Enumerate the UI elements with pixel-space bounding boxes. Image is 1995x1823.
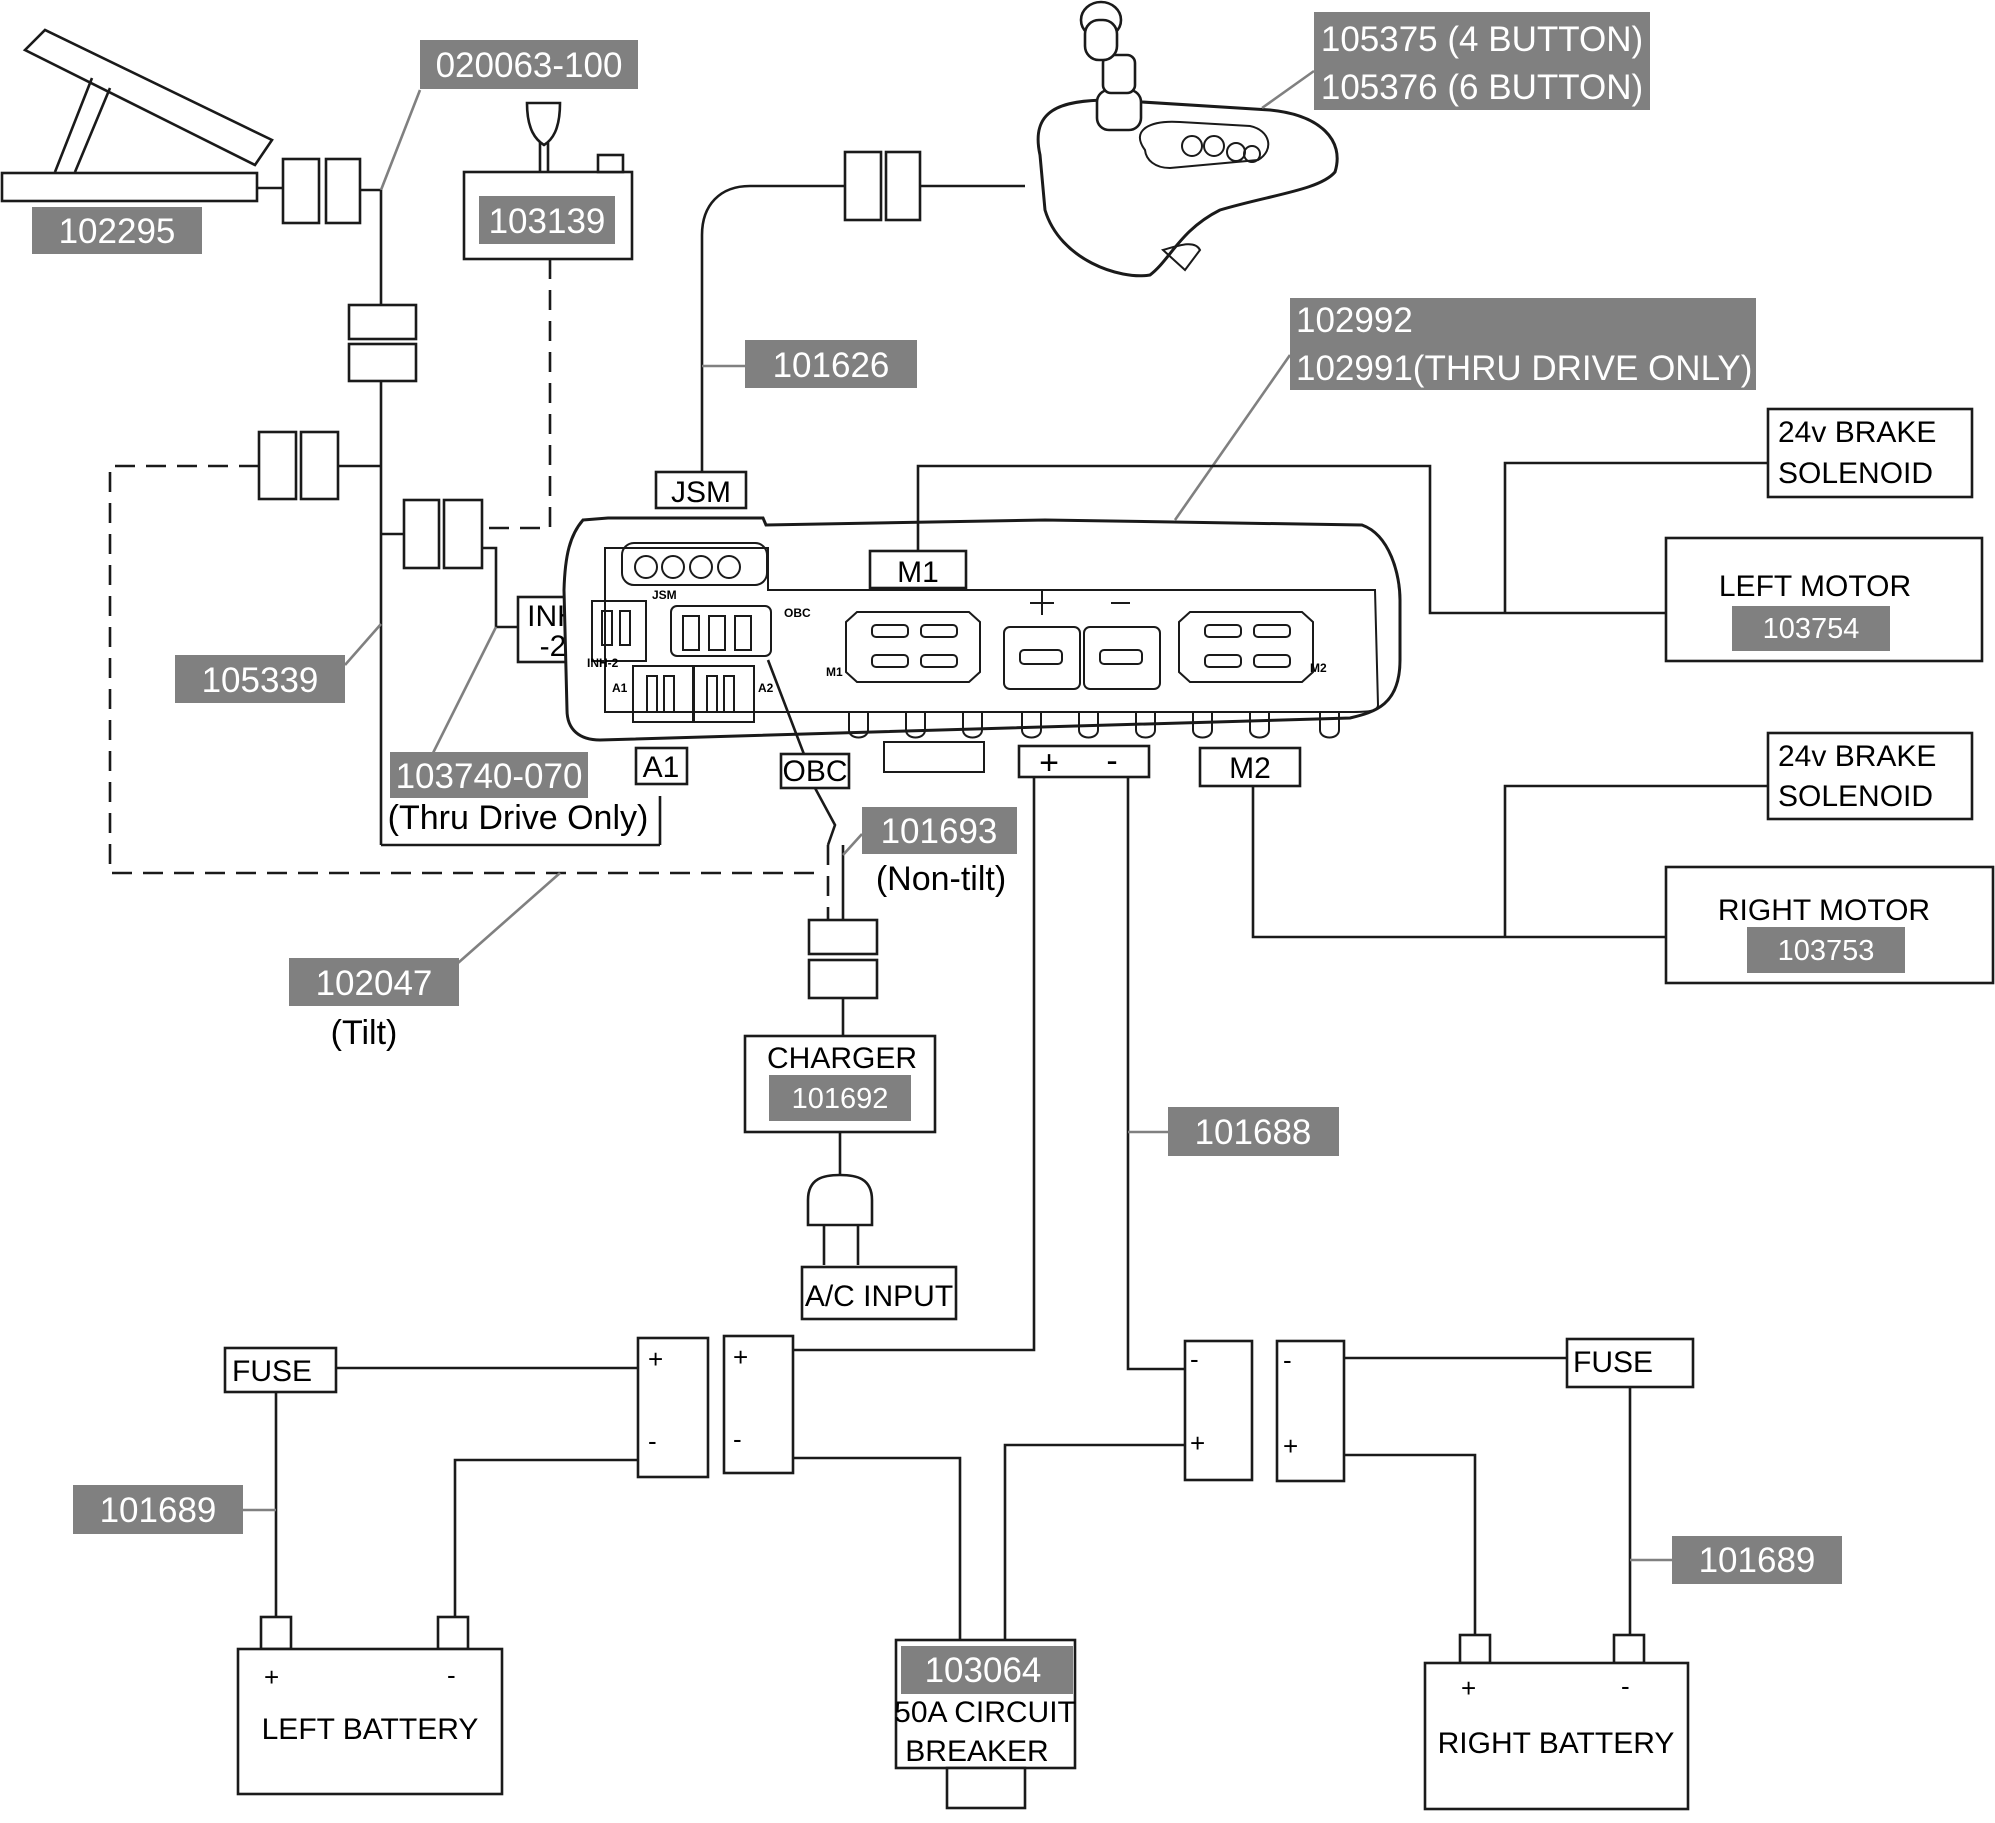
breaker-label-line2: BREAKER [905, 1735, 1048, 1768]
tilt-connector [257, 430, 340, 501]
left-battery [236, 1615, 504, 1796]
right-brake-solenoid-line2: SOLENOID [1778, 780, 1933, 813]
foot-control-part-number: 102295 [59, 212, 176, 251]
jsm-connector [843, 150, 922, 222]
charger-connector [807, 918, 879, 1000]
plus-symbol: + [264, 1662, 279, 1692]
joystick-6-button-part-number: 105376 (6 BUTTON) [1321, 68, 1643, 107]
plus-symbol: + [733, 1342, 748, 1372]
joystick-module [1036, 0, 1339, 278]
charger-part-number: 101692 [792, 1083, 889, 1115]
left-anderson-connector-b [722, 1334, 795, 1475]
inline-connector [347, 303, 418, 383]
ctrl-mark-a1: A1 [612, 681, 628, 695]
left-motor-label: LEFT MOTOR [1719, 570, 1911, 603]
m1-label: M1 [897, 556, 939, 589]
toggle-connector [402, 498, 484, 570]
breaker-label-line1: 50A CIRCUIT [894, 1696, 1076, 1729]
minus-symbol: - [1283, 1345, 1292, 1375]
left-fuse-label: FUSE [232, 1355, 312, 1388]
minus-symbol: - [733, 1424, 742, 1454]
tilt-label: (Tilt) [331, 1014, 398, 1052]
plus-symbol: + [1283, 1431, 1298, 1461]
right-brake-solenoid-line1: 24v BRAKE [1778, 740, 1936, 773]
plus-symbol: + [1190, 1428, 1205, 1458]
minus-symbol: - [1190, 1344, 1199, 1374]
ctrl-mark-obc: OBC [784, 606, 811, 620]
right-battery [1423, 1633, 1690, 1811]
foot-control-connector [281, 157, 362, 225]
m2-label: M2 [1229, 752, 1271, 785]
jsm-label: JSM [671, 476, 731, 509]
plus-symbol: + [648, 1344, 663, 1374]
harness-105339-part-number: 105339 [202, 661, 319, 700]
joystick-4-button-part-number: 105375 (4 BUTTON) [1321, 20, 1643, 59]
left-anderson-connector-a [636, 1336, 710, 1479]
controller-part-number: 102992 [1296, 301, 1413, 340]
battery-cable-part-number: 101688 [1195, 1113, 1312, 1152]
ac-input-label: A/C INPUT [805, 1280, 953, 1313]
ctrl-mark-jsm: JSM [652, 588, 677, 602]
left-battery-label: LEFT BATTERY [262, 1713, 479, 1746]
right-fuse-cable-part-number: 101689 [1699, 1541, 1816, 1580]
breaker-part-number: 103064 [925, 1651, 1042, 1690]
non-tilt-label: (Non-tilt) [876, 860, 1006, 898]
inh-label-line2: -2 [540, 630, 567, 663]
minus-symbol: - [447, 1660, 456, 1690]
controller-thru-drive-part-number: 102991(THRU DRIVE ONLY) [1296, 349, 1752, 388]
thru-drive-only-label: (Thru Drive Only) [388, 799, 649, 837]
ctrl-mark-m1: M1 [826, 665, 843, 679]
ctrl-mark-m2: M2 [1310, 661, 1327, 675]
charger-label: CHARGER [767, 1042, 917, 1075]
left-fuse-cable-part-number: 101689 [100, 1491, 217, 1530]
right-battery-label: RIGHT BATTERY [1438, 1727, 1675, 1760]
left-brake-solenoid-line2: SOLENOID [1778, 457, 1933, 490]
controller-body [562, 516, 1402, 773]
right-motor-label: RIGHT MOTOR [1718, 894, 1930, 927]
ctrl-mark-inh2: INH-2 [587, 656, 619, 670]
inh-harness-part-number: 103740-070 [396, 757, 583, 796]
minus-symbol: - [648, 1426, 657, 1456]
plus-symbol: + [1461, 1673, 1476, 1703]
obc-label: OBC [782, 755, 847, 788]
right-motor-part-number: 103753 [1778, 935, 1875, 967]
tilt-cable-part-number: 102047 [316, 964, 433, 1003]
minus-symbol: - [1621, 1671, 1630, 1701]
toggle-part-number: 103139 [489, 202, 606, 241]
left-motor-part-number: 103754 [1763, 613, 1860, 645]
foot-control [0, 28, 274, 203]
left-brake-solenoid-line1: 24v BRAKE [1778, 416, 1936, 449]
right-anderson-connector-b [1275, 1339, 1346, 1483]
foot-harness-part-number: 020063-100 [436, 46, 623, 85]
controller-minus-label: - [1106, 742, 1117, 780]
a1-label: A1 [643, 751, 680, 784]
controller-plus-label: + [1039, 744, 1059, 782]
ctrl-mark-a2: A2 [758, 681, 774, 695]
right-fuse-label: FUSE [1573, 1346, 1653, 1379]
charger-cable-part-number: 101693 [881, 812, 998, 851]
right-anderson-connector-a [1183, 1339, 1254, 1482]
jsm-cable-part-number: 101626 [773, 346, 890, 385]
ac-plug-icon [806, 1173, 874, 1265]
